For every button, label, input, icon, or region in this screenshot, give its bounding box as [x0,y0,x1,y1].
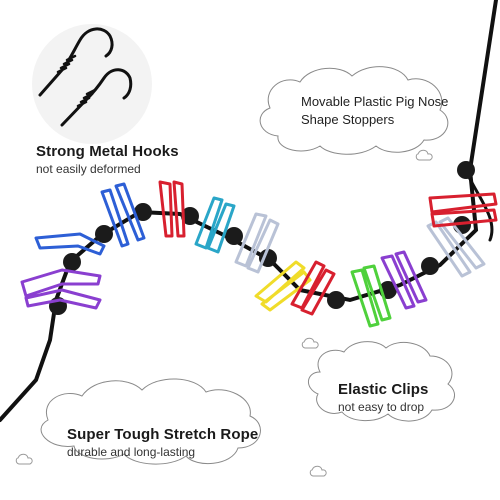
decor-cloud-icons [15,149,433,477]
rope-callout: Super Tough Stretch Rope durable and lon… [67,426,258,459]
hooks-subtitle: not easily deformed [36,162,141,176]
hook-inset-circle [32,24,152,144]
clips-callout: Elastic Clips not easy to drop [338,381,429,414]
stoppers-callout: Movable Plastic Pig Nose Shape Stoppers [301,93,448,129]
clip-yellow [254,260,312,312]
stoppers-line2: Shape Stoppers [301,112,395,127]
clip-blue-left [34,232,106,256]
clip-purple-left [20,268,102,310]
clips-bubble [308,341,455,422]
rope-title: Super Tough Stretch Rope [67,426,259,443]
hooks-title: Strong Metal Hooks [36,143,179,160]
clip-purple-right [380,250,428,310]
stopper-beads [49,161,475,315]
clip-blue-2 [100,182,146,248]
clip-teal [194,196,236,254]
clip-green [350,264,392,328]
clip-red-2 [290,260,336,316]
clips-title: Elastic Clips [338,381,429,398]
stoppers-line1: Movable Plastic Pig Nose [301,94,449,109]
hooks-callout: Strong Metal Hooks not easily deformed [36,143,179,176]
clips-subtitle: not easy to drop [338,400,425,414]
clip-red-1 [158,180,186,238]
clip-red-right [428,192,498,228]
clips-group [20,180,498,328]
metal-hook-icon [38,27,133,127]
stoppers-bubble [259,66,449,155]
rope-subtitle: durable and long-lasting [67,445,196,459]
clip-silver-1 [234,212,280,274]
rope-bubble [40,378,261,465]
